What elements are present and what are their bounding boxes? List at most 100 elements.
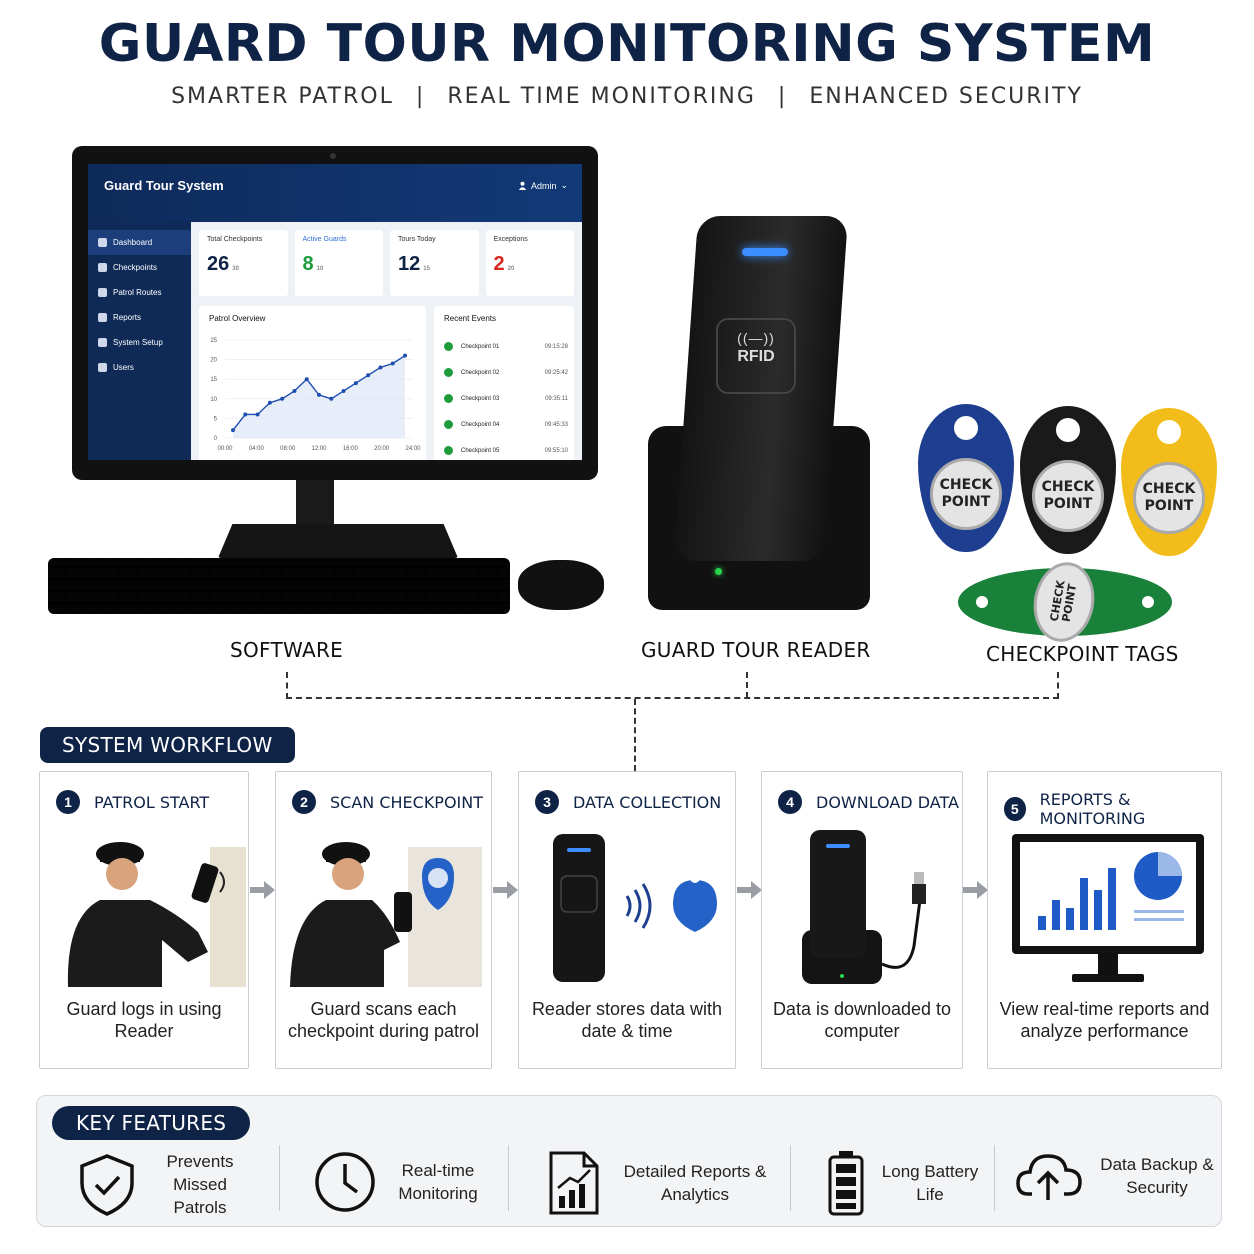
stat-number: 2	[493, 253, 505, 275]
shield-check-icon	[80, 1153, 134, 1216]
x-tick-label: 24:00	[405, 446, 421, 452]
stat-number: 8	[302, 253, 314, 275]
x-tick-label: 00:00	[217, 446, 233, 452]
check-circle-icon	[444, 394, 453, 403]
data-point	[317, 392, 321, 397]
connector-line	[746, 672, 748, 698]
arrow-right-icon	[250, 881, 275, 899]
tag-hole	[1056, 418, 1080, 442]
page-title: GUARD TOUR MONITORING SYSTEM	[98, 14, 1156, 74]
tag-text: POINT	[1144, 498, 1194, 514]
y-tick-label: 0	[214, 436, 218, 442]
event-time: 09:15:28	[544, 343, 568, 350]
monitor-base	[218, 524, 458, 558]
tagline-separator: |	[415, 84, 426, 109]
step-title: REPORTS & MONITORING	[1039, 790, 1146, 828]
tag-hole	[954, 416, 978, 440]
route-icon	[98, 288, 107, 297]
sidebar-item-patrol-routes[interactable]: Patrol Routes	[88, 280, 191, 305]
tagline-3: ENHANCED SECURITY	[809, 84, 1083, 109]
step-title: DOWNLOAD DATA	[816, 792, 959, 812]
x-tick-label: 20:00	[374, 446, 390, 452]
check-circle-icon	[444, 342, 453, 351]
user-name: Admin	[530, 180, 557, 191]
divider	[279, 1145, 280, 1211]
mouse	[518, 560, 604, 610]
feature-real-time-monitoring: Real-time Monitoring	[313, 1150, 487, 1214]
data-point	[403, 353, 407, 358]
step-header: 4 DOWNLOAD DATA	[778, 790, 959, 814]
feature-text: Long Battery Life	[881, 1162, 979, 1204]
keyboard	[48, 558, 510, 614]
data-point	[390, 361, 395, 366]
step-title: PATROL START	[94, 792, 210, 812]
reader-and-tag-illustration	[553, 834, 717, 982]
sidebar-item-users[interactable]: Users	[88, 355, 191, 380]
sidebar-item-label: Patrol Routes	[113, 288, 162, 297]
connector-line	[634, 699, 636, 771]
webcam	[330, 153, 336, 159]
panel-title: Patrol Overview	[209, 314, 266, 323]
dock-led	[715, 568, 722, 575]
step-number: 4	[778, 790, 802, 814]
data-point	[304, 377, 309, 382]
sidebar-item-checkpoints[interactable]: Checkpoints	[88, 255, 191, 280]
user-menu[interactable]: Admin ⌄	[518, 180, 568, 191]
sidebar-item-reports[interactable]: Reports	[88, 305, 191, 330]
stat-unit: 15	[423, 266, 430, 272]
stat-number: 26	[207, 253, 230, 275]
stat-unit: 20	[507, 266, 515, 272]
stat-label: Active Guards	[302, 236, 347, 243]
y-tick-label: 25	[210, 338, 217, 344]
event-time: 09:55:10	[544, 447, 568, 454]
data-point	[292, 388, 297, 393]
clock-icon	[315, 1152, 375, 1212]
chevron-down-icon: ⌄	[560, 180, 568, 190]
monitor-stand	[296, 480, 334, 526]
feature-detailed-reports: Detailed Reports & Analytics	[548, 1150, 770, 1216]
rfid-wave-icon: ((—))	[737, 330, 775, 346]
check-circle-icon	[444, 420, 453, 429]
event-name: Checkpoint 03	[461, 395, 500, 402]
sidebar-item-label: System Setup	[113, 338, 163, 347]
step-description: View real-time reports and analyze perfo…	[999, 999, 1210, 1041]
data-point	[353, 381, 358, 386]
sidebar-item-label: Reports	[113, 313, 142, 322]
sidebar-item-label: Checkpoints	[113, 263, 158, 272]
data-point	[255, 412, 260, 417]
pin-icon	[98, 263, 107, 272]
event-time: 09:25:42	[544, 369, 568, 376]
guard-scanning-tag-illustration	[290, 842, 482, 987]
x-tick-label: 08:00	[280, 446, 296, 452]
data-point	[341, 388, 346, 393]
sidebar-item-dashboard[interactable]: Dashboard	[88, 230, 191, 255]
battery-icon	[828, 1151, 864, 1216]
tagline-row: SMARTER PATROL|REAL TIME MONITORING|ENHA…	[0, 84, 1254, 109]
event-time: 09:45:33	[544, 421, 568, 428]
feature-text: Detailed Reports & Analytics	[623, 1162, 767, 1204]
tag-text: POINT	[941, 494, 991, 510]
data-point	[280, 396, 285, 401]
y-tick-label: 5	[214, 416, 218, 422]
sidebar-item-system-setup[interactable]: System Setup	[88, 330, 191, 355]
feature-text: Data Backup & Security	[1100, 1155, 1214, 1197]
tag-text: POINT	[1043, 496, 1093, 512]
